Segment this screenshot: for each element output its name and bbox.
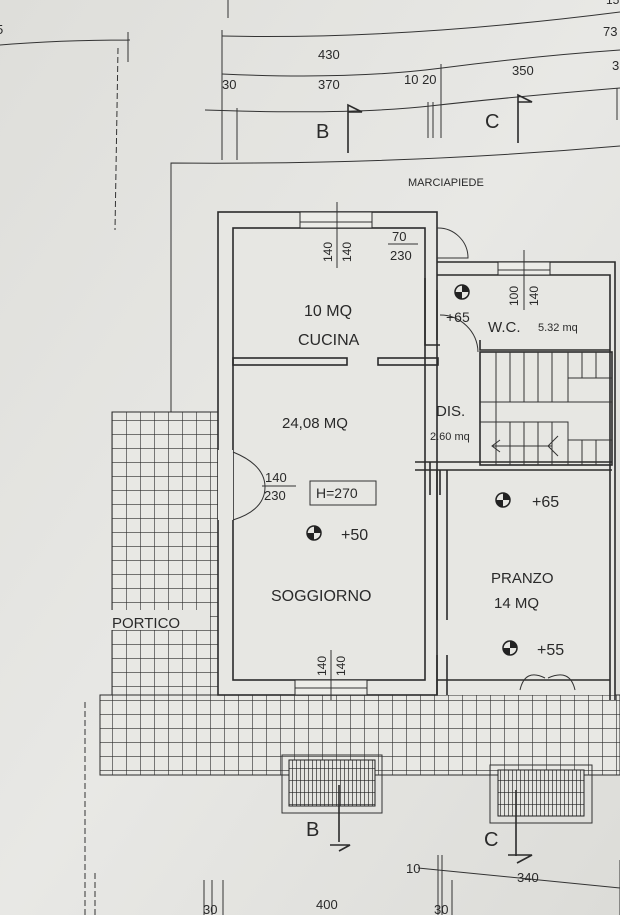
level-marker-icon bbox=[502, 640, 518, 656]
kitchen-door-dim-h: 230 bbox=[390, 248, 412, 263]
dim-10-bottom: 10 bbox=[406, 861, 420, 876]
wc-area: 5.32 mq bbox=[538, 322, 578, 334]
dim-total-right: 73 bbox=[603, 24, 617, 39]
step-c-grate bbox=[497, 769, 585, 817]
portico-tiles bbox=[111, 411, 219, 703]
sidewalk-outline bbox=[170, 145, 620, 420]
pranzo-door-swing bbox=[519, 674, 576, 691]
dim-30-bottom-left: 30 bbox=[203, 902, 217, 915]
section-marker-c-top: C bbox=[485, 93, 533, 143]
label-marciapiede: MARCIAPIEDE bbox=[408, 177, 484, 189]
svg-text:B: B bbox=[316, 121, 329, 143]
front-door-dim-h: 230 bbox=[264, 488, 286, 503]
dim-edge-left: 5 bbox=[0, 22, 3, 37]
dim-400: 400 bbox=[316, 897, 338, 912]
building-interior bbox=[218, 212, 615, 695]
dim-340: 340 bbox=[517, 870, 539, 885]
kitchen-window-dim-a: 140 bbox=[321, 242, 335, 262]
room-dis: DIS. bbox=[436, 403, 465, 420]
top-dimension-lines bbox=[0, 0, 620, 231]
section-marker-b-top: B bbox=[316, 103, 363, 153]
level-marker-icon bbox=[306, 525, 322, 541]
pranzo-area: 14 MQ bbox=[494, 595, 539, 612]
dim-430: 430 bbox=[318, 47, 340, 62]
kitchen-door-swing bbox=[436, 227, 469, 259]
portico-label-bg bbox=[110, 610, 210, 630]
level-marker-icon bbox=[454, 284, 470, 300]
svg-text:C: C bbox=[484, 829, 498, 851]
dim-30-bottom-right: 30 bbox=[434, 902, 448, 915]
cucina-area: 10 MQ bbox=[304, 303, 352, 320]
kitchen-window bbox=[299, 211, 373, 229]
wc-window-dim-b: 140 bbox=[527, 286, 541, 306]
front-door-swing bbox=[232, 451, 266, 521]
room-cucina: CUCINA bbox=[298, 332, 360, 349]
step-c-frame bbox=[489, 764, 593, 824]
kitchen-door-dim-w: 70 bbox=[392, 229, 406, 244]
level-soggiorno: +50 bbox=[341, 527, 368, 544]
staircase bbox=[479, 351, 613, 466]
level-marker-icon bbox=[495, 492, 511, 508]
front-door-dim-w: 140 bbox=[265, 470, 287, 485]
dim-370: 370 bbox=[318, 77, 340, 92]
wc-window-dim-a: 100 bbox=[507, 286, 521, 306]
living-window-dim-b: 140 bbox=[334, 656, 348, 676]
ceiling-height: H=270 bbox=[316, 485, 358, 501]
height-box bbox=[309, 480, 377, 506]
kitchen-window-dim-b: 140 bbox=[340, 242, 354, 262]
svg-text:B: B bbox=[306, 819, 319, 841]
label-portico: PORTICO bbox=[112, 615, 180, 632]
level-pranzo-door: +55 bbox=[537, 642, 564, 659]
level-wc: +65 bbox=[446, 309, 470, 325]
dim-30: 30 bbox=[222, 77, 236, 92]
dim-350: 350 bbox=[512, 63, 534, 78]
step-b-grate bbox=[288, 759, 376, 807]
svg-text:C: C bbox=[485, 111, 499, 133]
bottom-dimension-lines bbox=[84, 700, 620, 915]
level-pranzo: +65 bbox=[532, 494, 559, 511]
soggiorno-area: 24,08 MQ bbox=[282, 415, 348, 432]
room-pranzo: PRANZO bbox=[491, 570, 554, 587]
front-door-opening bbox=[218, 450, 233, 520]
room-soggiorno: SOGGIORNO bbox=[271, 588, 371, 605]
section-marker-b-bottom: B bbox=[306, 785, 351, 852]
wc-door-swing bbox=[439, 314, 479, 353]
step-b-frame bbox=[281, 754, 383, 814]
dim-10-20: 10 20 bbox=[404, 72, 437, 87]
room-wc: W.C. bbox=[488, 319, 521, 336]
section-marker-c-bottom: C bbox=[484, 790, 533, 864]
dim-edge-right-top: 15 bbox=[606, 0, 620, 7]
living-window-dim-a: 140 bbox=[315, 656, 329, 676]
dim-3: 3 bbox=[612, 58, 619, 73]
dis-area: 2.60 mq bbox=[430, 431, 470, 443]
